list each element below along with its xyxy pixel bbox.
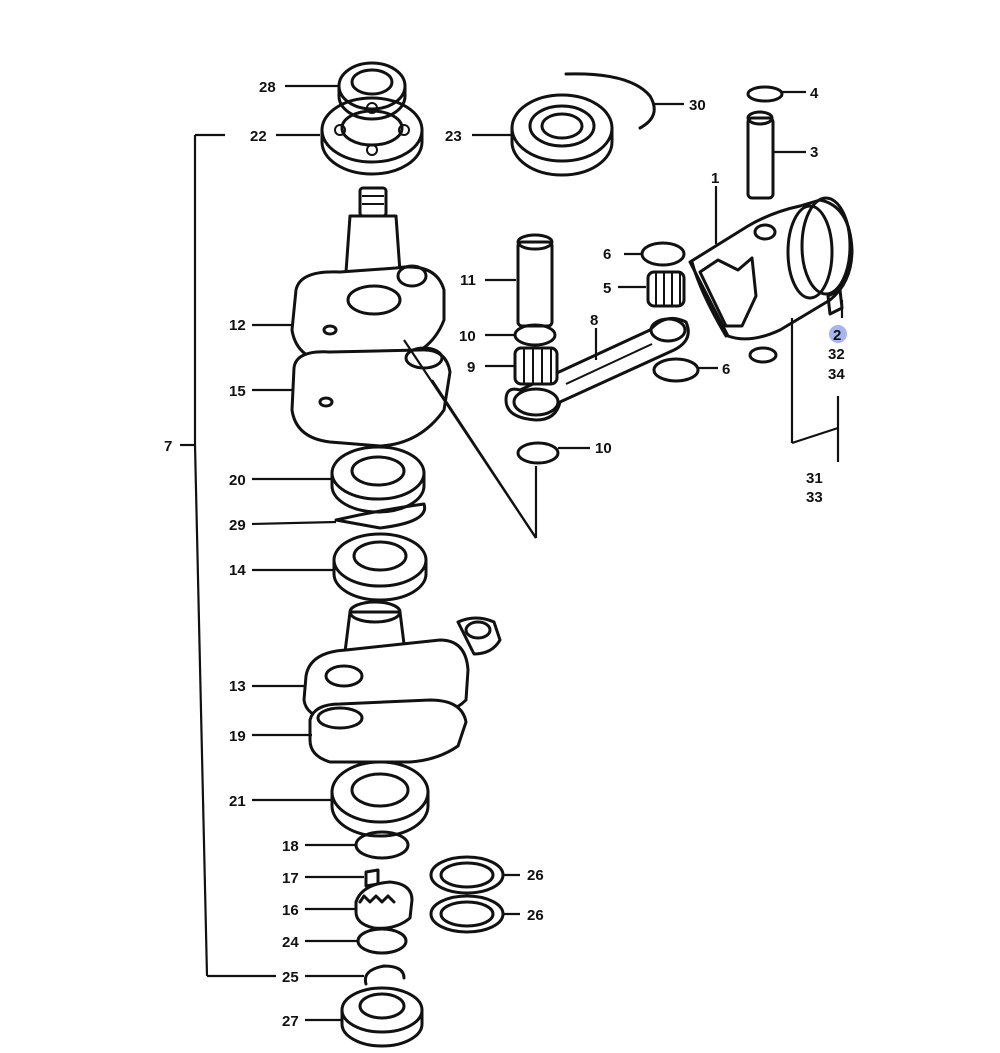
circlip-small [748, 346, 778, 364]
part-labels: 1 3 4 5 6 6 7 8 9 10 10 11 12 13 14 15 1… [164, 79, 847, 1030]
piston-1 [688, 196, 854, 341]
bearing-21 [330, 760, 430, 838]
label-6-upper: 6 [603, 246, 611, 263]
circlip-25 [363, 964, 406, 986]
label-28: 28 [259, 79, 276, 96]
label-10-upper: 10 [459, 328, 476, 345]
piston-pin-3 [746, 110, 775, 200]
label-3: 3 [810, 144, 818, 161]
label-26-upper: 26 [527, 867, 544, 884]
label-11: 11 [460, 272, 476, 289]
bearing-22 [320, 96, 424, 176]
gear-16 [354, 880, 414, 930]
label-20: 20 [229, 472, 246, 489]
oil-seal-27 [340, 986, 424, 1048]
washer-10-upper [513, 323, 557, 347]
circlip-29 [334, 502, 427, 530]
label-18: 18 [282, 838, 299, 855]
circlip-4 [746, 85, 784, 103]
label-30: 30 [689, 97, 706, 114]
needle-bearing-9 [513, 346, 559, 386]
label-22: 22 [250, 128, 267, 145]
label-26-lower: 26 [527, 907, 544, 924]
leader-lines [180, 84, 844, 1022]
label-16: 16 [282, 902, 299, 919]
washer-10-lower [516, 441, 560, 465]
label-4: 4 [810, 85, 819, 102]
label-33: 33 [806, 489, 823, 506]
label-8: 8 [590, 312, 598, 329]
label-17: 17 [282, 870, 299, 887]
label-7: 7 [164, 438, 172, 455]
connecting-rod-8 [504, 316, 690, 422]
label-32: 32 [828, 346, 845, 363]
label-34: 34 [828, 366, 845, 383]
crankshaft-upper-12 [290, 186, 446, 364]
label-14: 14 [229, 562, 246, 579]
label-24: 24 [282, 934, 299, 951]
washer-24 [356, 927, 408, 955]
label-27: 27 [282, 1013, 299, 1030]
label-29: 29 [229, 517, 246, 534]
label-19: 19 [229, 728, 246, 745]
label-13: 13 [229, 678, 246, 695]
label-23: 23 [445, 128, 462, 145]
label-12: 12 [229, 317, 246, 334]
label-1: 1 [711, 170, 719, 187]
washer-6-upper [640, 241, 686, 267]
circlip-30 [564, 72, 656, 130]
label-25: 25 [282, 969, 299, 986]
label-2: 2 [833, 327, 841, 344]
bearing-23 [510, 93, 614, 177]
bearing-20 [330, 445, 426, 514]
highlight-marker [829, 325, 847, 343]
shims-26 [429, 855, 505, 934]
label-21: 21 [229, 793, 246, 810]
crankweb-19 [308, 698, 468, 764]
label-31: 31 [806, 470, 823, 487]
label-6-lower: 6 [722, 361, 730, 378]
label-9: 9 [467, 359, 475, 376]
washer-6-lower [652, 357, 700, 383]
oil-seal-14 [332, 532, 428, 602]
label-10-lower: 10 [595, 440, 612, 457]
label-5: 5 [603, 280, 611, 297]
crankweb-15 [290, 346, 452, 448]
label-15: 15 [229, 383, 246, 400]
needle-bearing-5 [646, 270, 686, 308]
crank-pin-11 [516, 233, 554, 328]
